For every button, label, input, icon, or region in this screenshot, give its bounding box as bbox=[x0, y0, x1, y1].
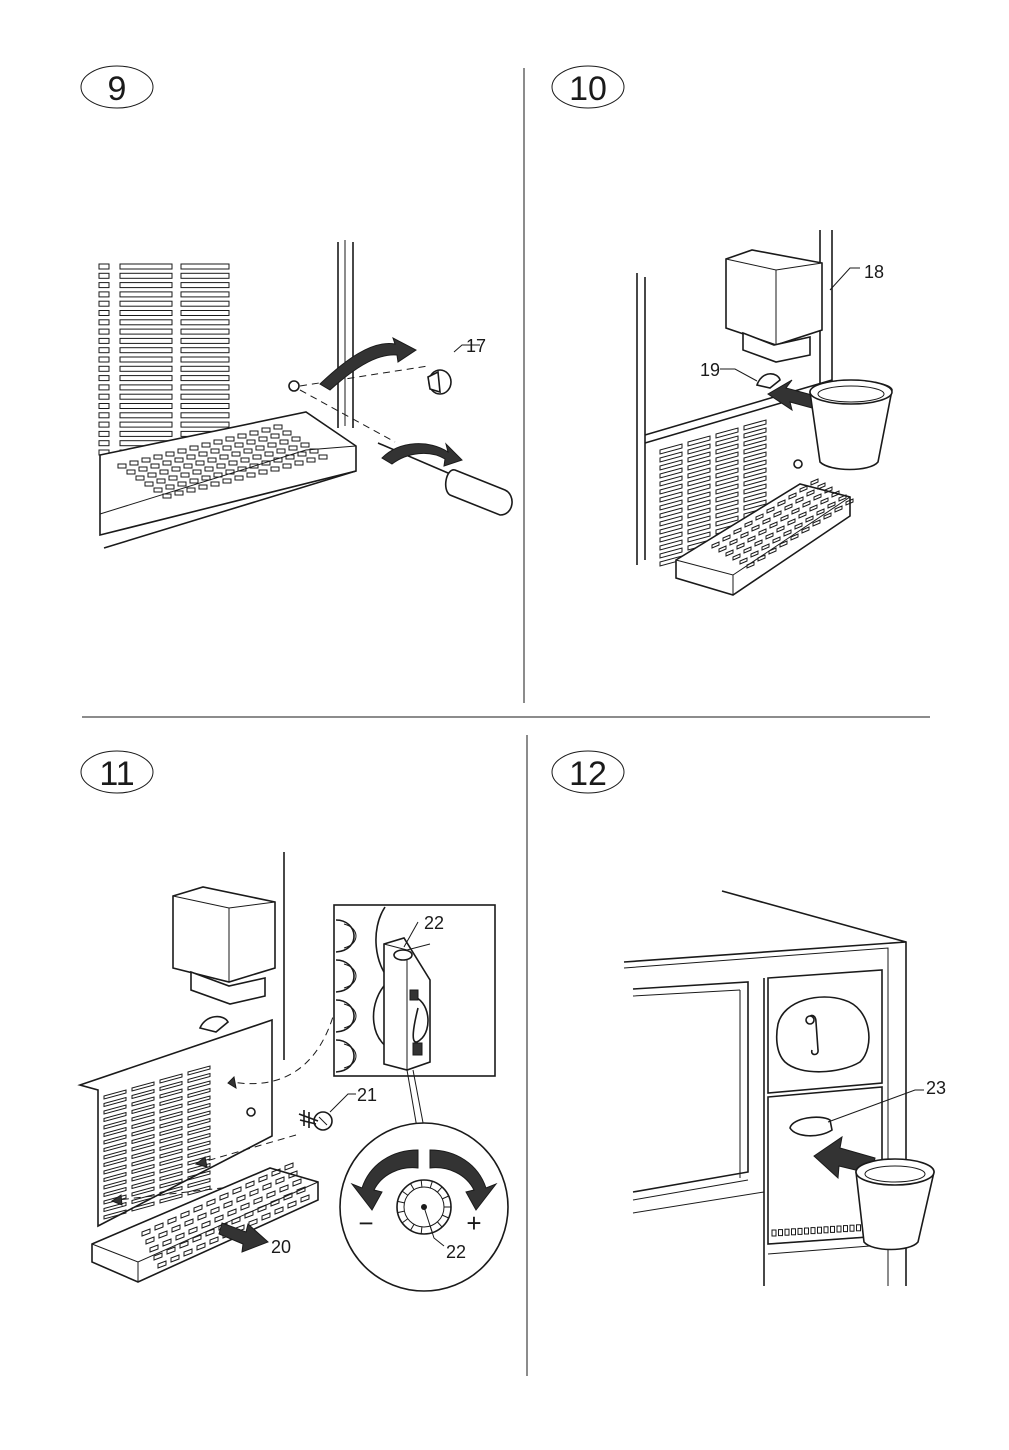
thermostat-inset bbox=[334, 905, 495, 1076]
step-11-number: 11 bbox=[99, 755, 134, 793]
slot bbox=[181, 422, 229, 427]
curved-arrow-icon bbox=[320, 338, 416, 390]
step-12-badge: 12 bbox=[552, 751, 624, 793]
slot bbox=[120, 283, 172, 288]
slot bbox=[120, 338, 172, 343]
slot bbox=[99, 338, 109, 343]
slot bbox=[120, 273, 172, 278]
step-9-number: 9 bbox=[108, 70, 127, 108]
slot bbox=[188, 1179, 210, 1188]
callout-23: 23 bbox=[926, 1078, 946, 1098]
slot bbox=[99, 348, 109, 353]
slot bbox=[120, 376, 172, 381]
slot bbox=[99, 441, 109, 446]
slot bbox=[99, 320, 109, 325]
screwdriver-icon bbox=[378, 443, 512, 515]
slot bbox=[181, 329, 229, 334]
step-12-number: 12 bbox=[569, 755, 607, 793]
slot bbox=[181, 264, 229, 269]
slot bbox=[120, 348, 172, 353]
slot bbox=[120, 357, 172, 362]
step-9-panel: 9 17 bbox=[81, 66, 512, 548]
slot bbox=[181, 394, 229, 399]
slot bbox=[120, 301, 172, 306]
slot bbox=[99, 431, 109, 436]
slot bbox=[120, 366, 172, 371]
slot bbox=[811, 479, 818, 485]
slot bbox=[120, 264, 172, 269]
screw-icon bbox=[299, 1110, 332, 1130]
slot bbox=[99, 264, 109, 269]
vent-grille bbox=[99, 264, 229, 455]
cup-icon bbox=[810, 380, 892, 470]
slot bbox=[120, 329, 172, 334]
slot bbox=[181, 292, 229, 297]
slot bbox=[99, 283, 109, 288]
slot bbox=[285, 1163, 293, 1170]
step-11-badge: 11 bbox=[81, 751, 153, 793]
slot bbox=[99, 311, 109, 316]
slot bbox=[120, 404, 172, 409]
step-11-panel: 11 21 20 bbox=[80, 751, 508, 1291]
slot bbox=[181, 320, 229, 325]
slot bbox=[181, 404, 229, 409]
slot bbox=[181, 348, 229, 353]
slot bbox=[120, 311, 172, 316]
slot bbox=[99, 301, 109, 306]
ice-container bbox=[173, 887, 275, 1004]
slot bbox=[181, 376, 229, 381]
slot bbox=[99, 357, 109, 362]
callout-17: 17 bbox=[466, 336, 486, 356]
slot bbox=[120, 413, 172, 418]
dial-plus: + bbox=[466, 1208, 481, 1238]
slot bbox=[120, 320, 172, 325]
slot bbox=[181, 366, 229, 371]
slot bbox=[181, 338, 229, 343]
slot bbox=[99, 413, 109, 418]
dial-minus: − bbox=[358, 1208, 373, 1238]
slot bbox=[160, 1194, 182, 1203]
callout-21: 21 bbox=[357, 1085, 377, 1105]
callout-19: 19 bbox=[700, 360, 720, 380]
slot bbox=[99, 273, 109, 278]
slot bbox=[120, 385, 172, 390]
slot bbox=[99, 376, 109, 381]
knob bbox=[428, 370, 451, 394]
step-10-panel: 10 18 19 bbox=[552, 66, 892, 595]
cup-icon bbox=[856, 1159, 934, 1250]
callout-20: 20 bbox=[271, 1237, 291, 1257]
slot bbox=[120, 292, 172, 297]
slot bbox=[99, 404, 109, 409]
slot bbox=[181, 301, 229, 306]
ice-container bbox=[726, 250, 822, 362]
slot bbox=[99, 422, 109, 427]
slot bbox=[99, 329, 109, 334]
slot bbox=[120, 431, 172, 436]
slot bbox=[181, 273, 229, 278]
slot bbox=[818, 483, 825, 489]
callout-22-inset: 22 bbox=[424, 913, 444, 933]
step-9-badge: 9 bbox=[81, 66, 153, 108]
callout-22-dial: 22 bbox=[446, 1242, 466, 1262]
step-10-badge: 10 bbox=[552, 66, 624, 108]
slot bbox=[181, 357, 229, 362]
slot bbox=[99, 385, 109, 390]
dispenser-lever bbox=[757, 374, 780, 388]
slot bbox=[181, 283, 229, 288]
step-12-panel: 12 23 bbox=[552, 751, 946, 1286]
slot bbox=[181, 385, 229, 390]
slot bbox=[181, 311, 229, 316]
slot bbox=[99, 292, 109, 297]
slot bbox=[120, 422, 172, 427]
slot bbox=[99, 366, 109, 371]
slot bbox=[99, 394, 109, 399]
slot bbox=[120, 394, 172, 399]
slot bbox=[181, 413, 229, 418]
step-10-number: 10 bbox=[569, 70, 607, 108]
callout-18: 18 bbox=[864, 262, 884, 282]
